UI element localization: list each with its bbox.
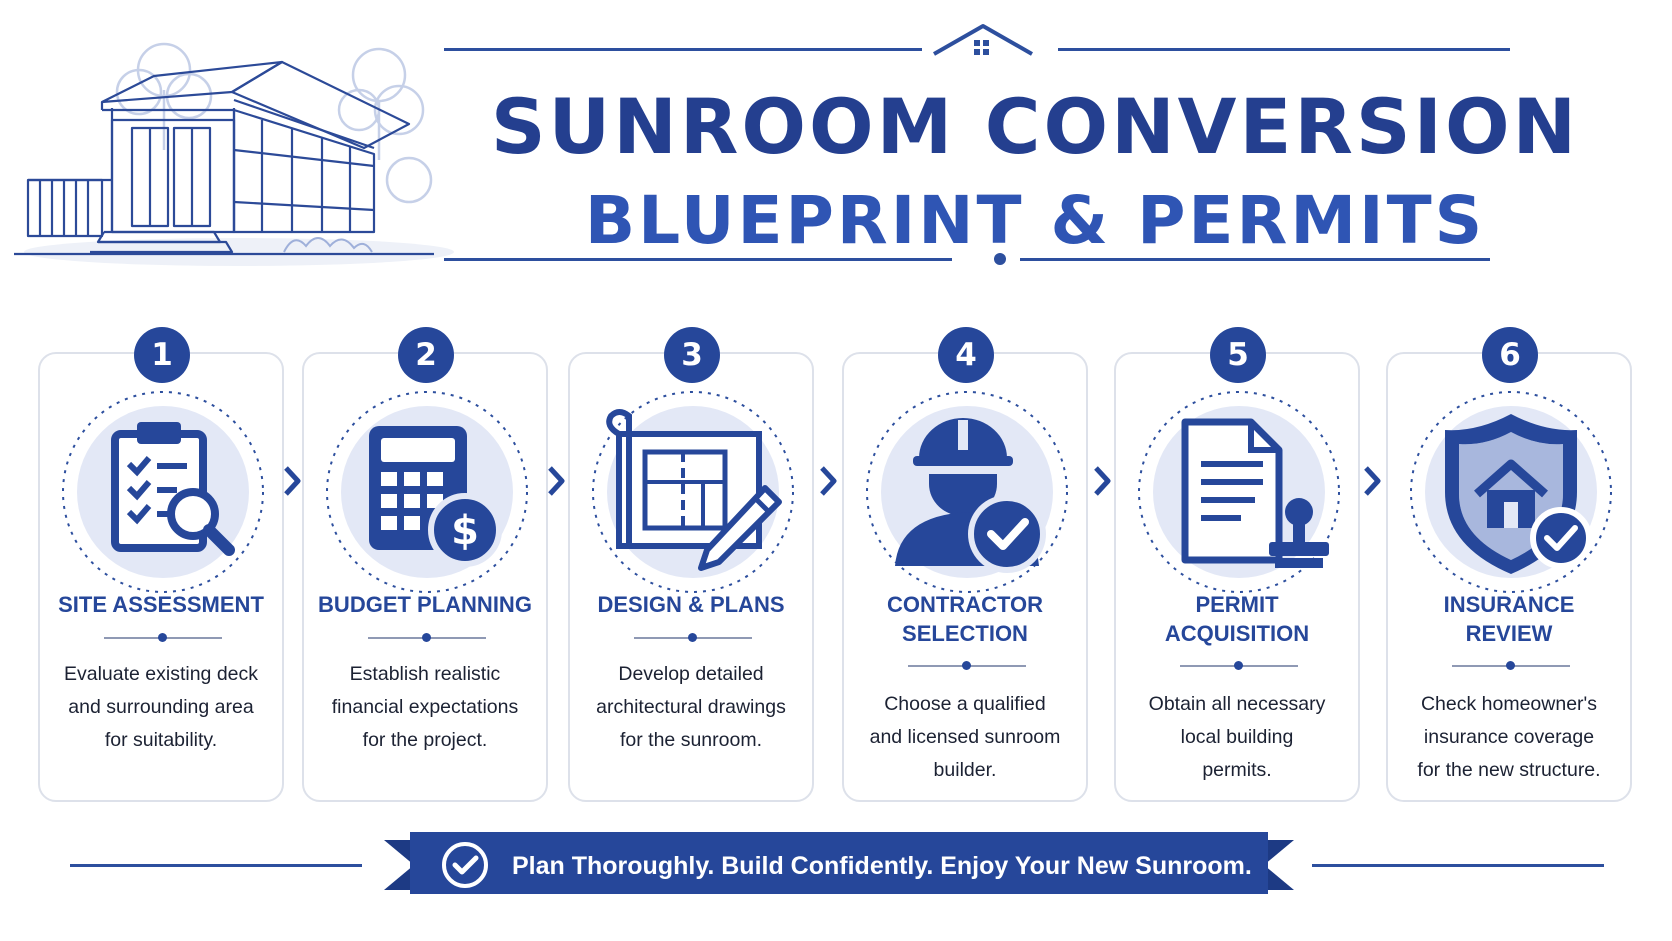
step-divider bbox=[634, 630, 752, 646]
house-roof-icon bbox=[933, 24, 1033, 56]
chevron-right-icon bbox=[1094, 466, 1111, 496]
step-title: INSURANCE REVIEW bbox=[1443, 592, 1575, 646]
step-card-insurance-review: INSURANCE REVIEW Check homeowner's insur… bbox=[1386, 352, 1632, 802]
footer-rule-right bbox=[1312, 864, 1604, 867]
check-circle-icon bbox=[442, 842, 488, 888]
chevron-right-icon bbox=[548, 466, 565, 496]
step-divider bbox=[368, 630, 486, 646]
chevron-right-icon bbox=[820, 466, 837, 496]
step-divider bbox=[1452, 658, 1570, 674]
step-number-badge: 6 bbox=[1482, 327, 1538, 383]
step-title: PERMIT ACQUISITION bbox=[1164, 592, 1310, 646]
step-card-design-plans: DESIGN & PLANS Develop detailed architec… bbox=[568, 352, 814, 802]
step-number-badge: 3 bbox=[664, 327, 720, 383]
shield-house-icon bbox=[1410, 391, 1612, 593]
footer-tagline: Plan Thoroughly. Build Confidently. Enjo… bbox=[512, 852, 1252, 880]
chevron-right-icon bbox=[284, 466, 301, 496]
step-card-permit-acquisition: PERMIT ACQUISITION Obtain all necessary … bbox=[1114, 352, 1360, 802]
step-divider bbox=[908, 658, 1026, 674]
step-description: Check homeowner's insurance coverage for… bbox=[1417, 693, 1601, 781]
title-bottom-rule-right bbox=[1020, 258, 1490, 261]
page-subtitle: BLUEPRINT & PERMITS bbox=[584, 182, 1486, 259]
title-block: SUNROOM CONVERSION BLUEPRINT & PERMITS bbox=[444, 20, 1600, 290]
title-top-rule-right bbox=[1058, 48, 1510, 51]
step-title: SITE ASSESSMENT bbox=[58, 592, 264, 617]
step-title: DESIGN & PLANS bbox=[597, 592, 785, 617]
step-divider bbox=[104, 630, 222, 646]
calculator-dollar-icon: $ bbox=[326, 391, 528, 593]
step-title: CONTRACTOR SELECTION bbox=[886, 592, 1044, 646]
step-description: Establish realistic financial expectatio… bbox=[331, 663, 519, 751]
footer-banner bbox=[384, 832, 1294, 894]
step-number-badge: 1 bbox=[134, 327, 190, 383]
page-title: SUNROOM CONVERSION bbox=[490, 82, 1580, 171]
step-divider bbox=[1180, 658, 1298, 674]
title-bottom-dot bbox=[994, 253, 1006, 265]
clipboard-magnifier-icon bbox=[62, 391, 264, 593]
contractor-check-icon bbox=[866, 391, 1068, 593]
svg-text:$: $ bbox=[451, 508, 479, 554]
step-card-site-assessment: SITE ASSESSMENT Evaluate existing deck a… bbox=[38, 352, 284, 802]
title-top-rule-left bbox=[444, 48, 922, 51]
step-description: Choose a qualified and licensed sunroom … bbox=[869, 693, 1061, 781]
step-description: Develop detailed architectural drawings … bbox=[596, 663, 786, 751]
step-card-budget-planning: $ BUDGET PLANNING Establish realistic fi… bbox=[302, 352, 548, 802]
step-card-contractor-selection: CONTRACTOR SELECTION Choose a qualified … bbox=[842, 352, 1088, 802]
step-description: Evaluate existing deck and surrounding a… bbox=[63, 663, 259, 751]
step-number-badge: 4 bbox=[938, 327, 994, 383]
blueprint-pencil-icon bbox=[592, 391, 794, 593]
step-title: BUDGET PLANNING bbox=[318, 592, 532, 617]
sunroom-illustration bbox=[14, 42, 454, 266]
step-number-badge: 2 bbox=[398, 327, 454, 383]
chevron-right-icon bbox=[1364, 466, 1381, 496]
document-stamp-icon bbox=[1138, 391, 1340, 593]
step-description: Obtain all necessary local building perm… bbox=[1148, 693, 1326, 781]
footer-rule-left bbox=[70, 864, 362, 867]
step-number-badge: 5 bbox=[1210, 327, 1266, 383]
title-bottom-rule-left bbox=[444, 258, 952, 261]
